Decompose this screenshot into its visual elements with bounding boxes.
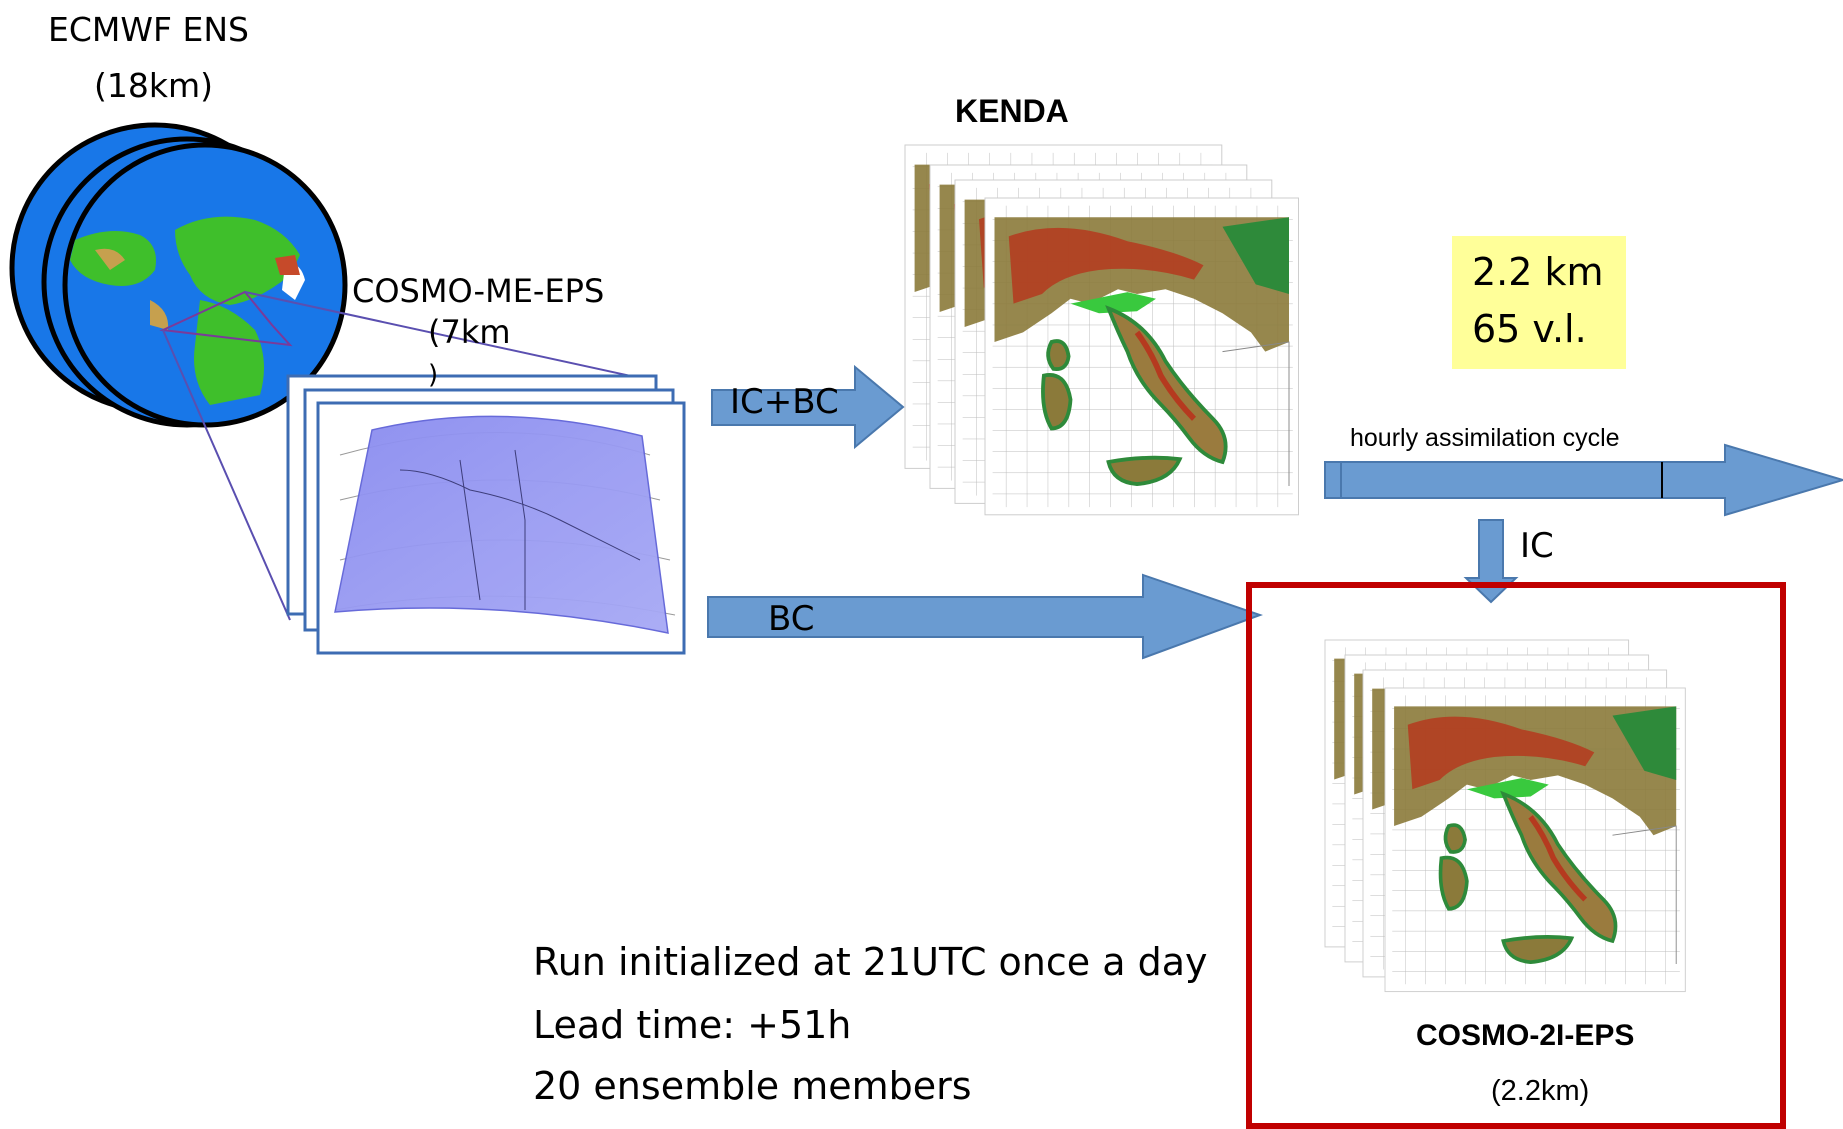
cosmo2i-title: COSMO-2I-EPS bbox=[1416, 1019, 1635, 1052]
ecmwf-globes bbox=[9, 122, 348, 428]
info-lead-time: Lead time: +51h bbox=[533, 1003, 852, 1047]
assimilation-start-marker bbox=[1324, 461, 1342, 499]
bc-arrow bbox=[707, 573, 1263, 660]
ecmwf-title: ECMWF ENS bbox=[48, 10, 249, 49]
kenda-maps bbox=[905, 145, 1299, 515]
resolution-box bbox=[1452, 236, 1626, 369]
ic-down-arrow bbox=[1463, 519, 1519, 604]
kenda-title: KENDA bbox=[955, 93, 1069, 129]
bc-label: BC bbox=[768, 599, 815, 639]
domain-connectors bbox=[159, 290, 641, 621]
ic-label: IC bbox=[1520, 526, 1554, 566]
info-members: 20 ensemble members bbox=[533, 1064, 972, 1108]
cosmo-me-resolution: (7km bbox=[428, 313, 511, 351]
assimilation-label: hourly assimilation cycle bbox=[1350, 424, 1620, 452]
cosmo-me-resolution-close: ) bbox=[428, 360, 439, 390]
assimilation-arrow bbox=[1324, 443, 1843, 517]
cosmo2i-resolution: (2.2km) bbox=[1491, 1075, 1590, 1107]
info-init-time: Run initialized at 21UTC once a day bbox=[533, 940, 1208, 984]
vertical-levels: 65 v.l. bbox=[1472, 307, 1587, 351]
cosmo-me-panels bbox=[286, 374, 686, 655]
ecmwf-resolution: (18km) bbox=[94, 66, 213, 105]
horizontal-resolution: 2.2 km bbox=[1472, 250, 1604, 294]
icbc-arrow bbox=[711, 364, 905, 450]
cosmo-me-title: COSMO-ME-EPS bbox=[352, 272, 605, 310]
icbc-label: IC+BC bbox=[730, 382, 839, 422]
